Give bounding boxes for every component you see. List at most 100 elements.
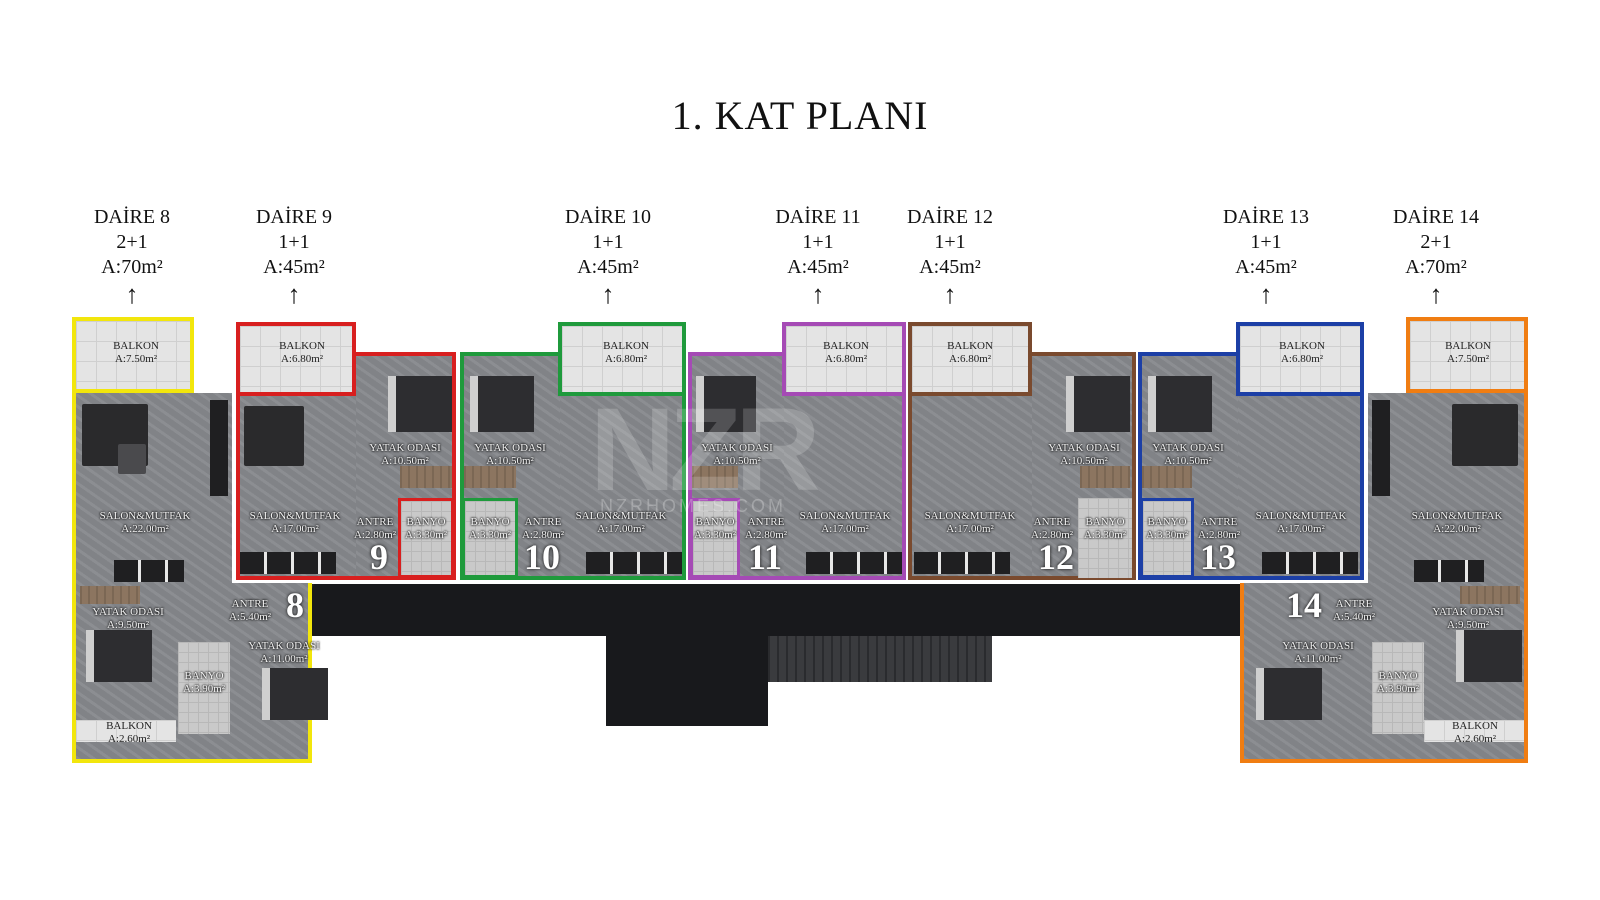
arrow-up-icon: ↑ xyxy=(125,280,139,309)
daire-12-balkon xyxy=(908,322,1032,396)
daire-12-salon xyxy=(908,396,1032,580)
unit-name: DAİRE 11 xyxy=(775,206,861,228)
unit-number: 11 xyxy=(748,537,783,577)
unit-header-daire-11: DAİRE 11 1+1 A:45m² ↑ xyxy=(748,205,888,308)
unit-number: 9 xyxy=(370,537,388,577)
unit-area: A:70m² xyxy=(101,256,163,278)
kitchen-counter xyxy=(586,552,682,574)
bed-icon xyxy=(696,376,756,432)
kitchen-counter xyxy=(1262,552,1358,574)
daire-13-wardrobe xyxy=(1142,466,1192,488)
unit-header-daire-14: DAİRE 14 2+1 A:70m² ↑ xyxy=(1366,205,1506,308)
kitchen-counter xyxy=(114,560,184,582)
unit-header-daire-12: DAİRE 12 1+1 A:45m² ↑ xyxy=(880,205,1020,308)
watermark-text: NZRHOMES.COM xyxy=(600,496,786,516)
unit-name: DAİRE 10 xyxy=(564,206,652,228)
unit-type: 1+1 xyxy=(278,231,310,253)
daire-12-wardrobe xyxy=(1080,466,1130,488)
daire-11-salon xyxy=(784,396,906,580)
unit-type: 1+1 xyxy=(1250,231,1282,253)
unit-header-daire-10: DAİRE 10 1+1 A:45m² ↑ xyxy=(538,205,678,308)
daire-10-wardrobe xyxy=(464,466,516,488)
corridor xyxy=(312,584,1352,636)
daire-10-banyo xyxy=(462,498,518,578)
daire-8-wardrobe xyxy=(80,586,140,604)
daire-13-banyo xyxy=(1140,498,1194,578)
bed-icon xyxy=(388,376,452,432)
unit-name: DAİRE 8 xyxy=(93,206,171,228)
unit-type: 2+1 xyxy=(116,231,148,253)
arrow-up-icon: ↑ xyxy=(601,280,615,309)
unit-name: DAİRE 12 xyxy=(906,206,994,228)
unit-type: 1+1 xyxy=(592,231,624,253)
page-title: 1. KAT PLANI xyxy=(671,93,929,138)
unit-area: A:45m² xyxy=(263,256,325,278)
unit-name: DAİRE 9 xyxy=(255,206,333,228)
bed-icon xyxy=(1456,630,1522,682)
unit-type: 2+1 xyxy=(1420,231,1452,253)
unit-area: A:45m² xyxy=(577,256,639,278)
daire-11-wardrobe xyxy=(692,466,738,488)
daire-8-balkon xyxy=(72,317,194,393)
kitchen-counter xyxy=(1414,560,1484,582)
watermark-logo: NZR xyxy=(590,384,821,516)
stair-block xyxy=(606,618,768,726)
daire-8-balkon-small xyxy=(76,720,176,742)
unit-number: 12 xyxy=(1038,537,1074,577)
sofa-icon xyxy=(244,406,304,466)
sofa-icon xyxy=(1452,404,1518,466)
unit-area: A:45m² xyxy=(1235,256,1297,278)
arrow-up-icon: ↑ xyxy=(287,280,301,309)
daire-10-salon xyxy=(560,396,686,580)
kitchen-counter xyxy=(806,552,902,574)
unit-area: A:45m² xyxy=(787,256,849,278)
unit-area: A:45m² xyxy=(919,256,981,278)
daire-13-balkon xyxy=(1236,322,1364,396)
bed-icon xyxy=(262,668,328,720)
daire-14-balkon-small xyxy=(1424,720,1524,742)
daire-14-wardrobe xyxy=(1460,586,1520,604)
daire-9-wardrobe xyxy=(400,466,452,488)
arrow-up-icon: ↑ xyxy=(811,280,825,309)
daire-9-banyo xyxy=(398,498,454,578)
bed-icon xyxy=(86,630,152,682)
unit-number: 10 xyxy=(524,537,560,577)
arrow-up-icon: ↑ xyxy=(943,280,957,309)
daire-11-banyo xyxy=(690,498,740,578)
kitchen-counter xyxy=(240,552,336,574)
daire-10-balkon xyxy=(558,322,686,396)
unit-type: 1+1 xyxy=(934,231,966,253)
kitchen-column xyxy=(210,400,228,496)
kitchen-counter xyxy=(914,552,1010,574)
unit-number: 14 xyxy=(1286,585,1322,625)
